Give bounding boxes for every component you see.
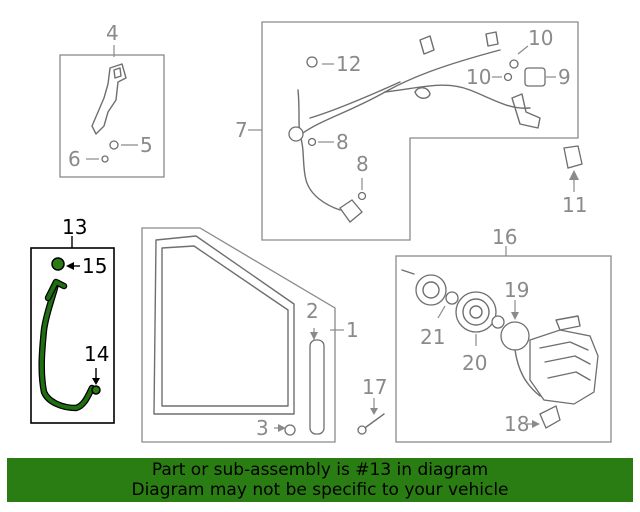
callout-9[interactable]: 9 xyxy=(558,65,571,89)
callout-8-lower[interactable]: 8 xyxy=(356,152,369,176)
bracket-part xyxy=(91,63,127,135)
condenser-core xyxy=(153,235,295,415)
ac-line-main xyxy=(297,89,341,211)
callout-19[interactable]: 19 xyxy=(504,278,529,302)
ac-fitting xyxy=(339,199,363,223)
callout-15[interactable]: 15 xyxy=(82,254,107,278)
group-13-hose[interactable]: 13 15 14 xyxy=(30,215,115,424)
callout-7[interactable]: 7 xyxy=(235,118,248,142)
callout-20[interactable]: 20 xyxy=(462,351,487,375)
connector-11 xyxy=(563,145,583,169)
callout-10-upper[interactable]: 10 xyxy=(528,26,553,50)
callout-5[interactable]: 5 xyxy=(140,133,153,157)
drier-2 xyxy=(309,339,325,435)
sensor-9 xyxy=(524,67,546,87)
sensor-18 xyxy=(539,405,561,429)
callout-8-upper[interactable]: 8 xyxy=(336,130,349,154)
callout-21[interactable]: 21 xyxy=(420,325,445,349)
banner-line-1: Part or sub-assembly is #13 in diagram xyxy=(151,460,489,480)
group-1-condenser[interactable]: 2 1 3 xyxy=(141,227,359,443)
callout-16[interactable]: 16 xyxy=(492,225,517,249)
coil-19 xyxy=(500,321,530,351)
callout-12[interactable]: 12 xyxy=(336,52,361,76)
info-banner: Part or sub-assembly is #13 in diagram D… xyxy=(7,458,633,502)
clutch-hub-21 xyxy=(415,274,447,306)
cap-15 xyxy=(51,257,65,271)
callout-17[interactable]: 17 xyxy=(362,375,387,399)
banner-line-2: Diagram may not be specific to your vehi… xyxy=(131,480,509,500)
parts-diagram: 4 5 6 7 12 8 8 9 10 10 xyxy=(30,21,612,443)
callout-3[interactable]: 3 xyxy=(256,416,269,440)
group-7-ac-lines[interactable]: 7 12 8 8 9 10 10 xyxy=(235,21,579,241)
washer-5 xyxy=(109,140,119,150)
callout-10-lower[interactable]: 10 xyxy=(466,65,491,89)
compressor-body xyxy=(529,329,599,405)
group-1-frame xyxy=(141,227,336,443)
group-4-bracket[interactable]: 4 5 6 xyxy=(59,21,165,178)
callout-11[interactable]: 11 xyxy=(562,193,587,217)
group-16-compressor[interactable]: 16 21 20 19 18 xyxy=(395,225,612,443)
cap-3 xyxy=(284,424,296,436)
callout-18[interactable]: 18 xyxy=(504,412,529,436)
callout-6[interactable]: 6 xyxy=(68,147,81,171)
callout-1[interactable]: 1 xyxy=(346,318,359,342)
group-4-frame xyxy=(59,54,165,178)
callout-14[interactable]: 14 xyxy=(84,342,109,366)
callout-4[interactable]: 4 xyxy=(106,21,119,45)
seal-6 xyxy=(101,155,109,163)
part-17-bolt[interactable]: 17 xyxy=(357,375,387,435)
group-7-frame xyxy=(261,21,579,241)
pulley-20 xyxy=(455,291,497,333)
part-11-connector[interactable]: 11 xyxy=(562,145,587,217)
callout-13[interactable]: 13 xyxy=(62,215,87,239)
seal-14 xyxy=(91,385,101,395)
hose-13 xyxy=(39,282,94,410)
callout-2[interactable]: 2 xyxy=(306,299,319,323)
